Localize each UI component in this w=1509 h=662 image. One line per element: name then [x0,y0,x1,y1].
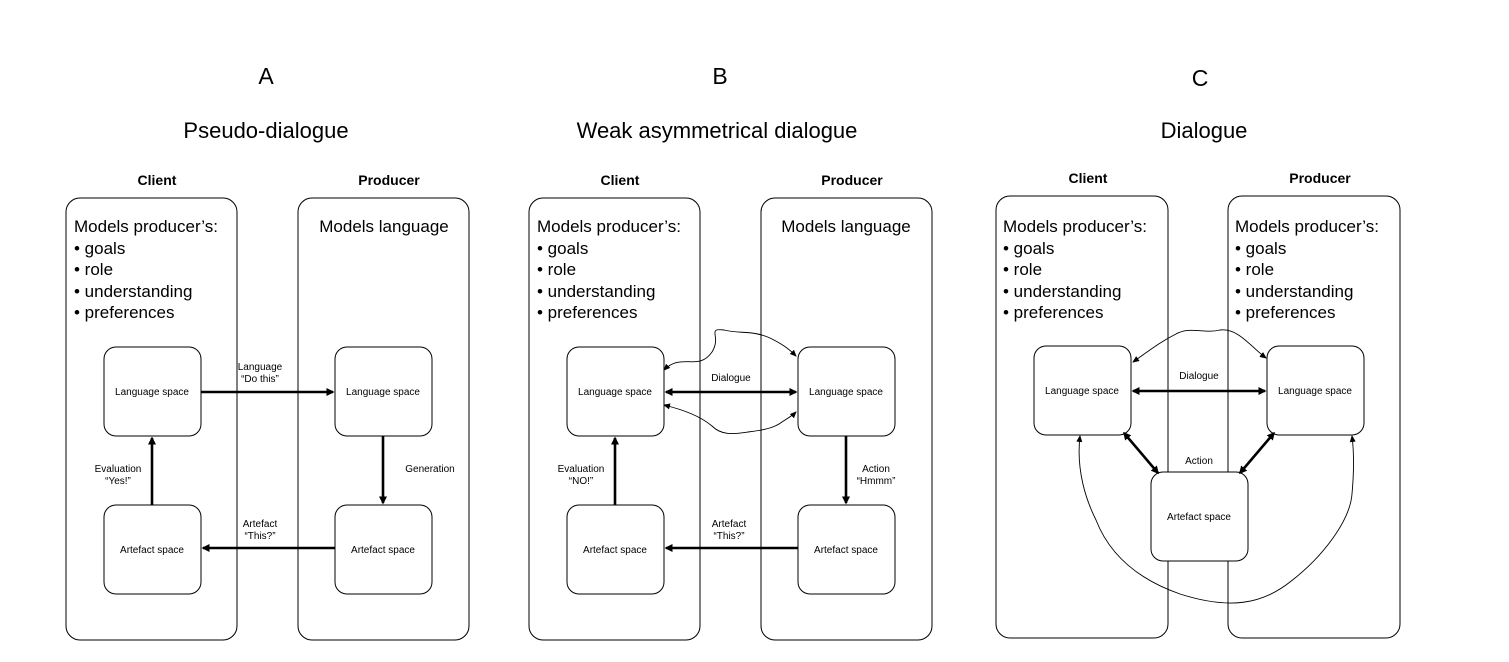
edge-label: “Do this” [241,374,279,385]
edge-label: Language [238,362,283,373]
client-column [995,195,1169,639]
client-artefact-space-label: Artefact space [583,545,647,556]
edge-label: Artefact [243,519,278,530]
producer-bullet: • goals [1235,239,1286,258]
client-role-label: Client [138,172,177,188]
producer-role-label: Producer [1289,170,1351,186]
feedback-loop-curve [1076,435,1356,604]
client-bullet: • goals [1003,239,1054,258]
edge-label: Generation [405,464,454,475]
panel-title: Pseudo-dialogue [183,118,348,143]
shared-artefact-space-label: Artefact space [1167,512,1231,523]
client-action-arrow [1123,431,1159,475]
edge-label: Action [1185,456,1213,467]
client-role-label: Client [1069,170,1108,186]
producer-artefact-space-label: Artefact space [351,545,415,556]
client-language-space-node [566,346,665,437]
producer-model-heading: Models language [781,217,910,236]
client-bullet: • goals [537,239,588,258]
dialogue-curve-top [1132,329,1267,363]
panel-b: B Weak asymmetrical dialogue Client Prod… [528,63,933,641]
panel-letter: C [1192,65,1209,91]
edge-label: “This?” [713,531,744,542]
producer-bullet: • preferences [1235,303,1335,322]
dialogue-wave-top [663,329,797,371]
shared-artefact-space-node [1150,471,1249,562]
producer-model-heading: Models language [319,217,448,236]
producer-column [760,197,933,641]
client-language-space-label: Language space [578,387,652,398]
producer-language-space-label: Language space [346,387,420,398]
panel-title: Weak asymmetrical dialogue [577,118,858,143]
edge-label: Dialogue [1179,371,1219,382]
panel-c: C Dialogue Client Producer Models produc… [995,65,1401,639]
client-model-heading: Models producer’s: [74,217,218,236]
client-bullet: • understanding [1003,282,1121,301]
producer-language-space-label: Language space [1278,386,1352,397]
edge-label: “Yes!” [105,476,131,487]
producer-artefact-space-node [334,504,433,595]
client-artefact-space-label: Artefact space [120,545,184,556]
client-model-heading: Models producer’s: [537,217,681,236]
client-bullet: • understanding [74,282,192,301]
client-role-label: Client [601,172,640,188]
client-bullet: • role [74,260,113,279]
edge-label: “This?” [244,531,275,542]
producer-language-space-label: Language space [809,387,883,398]
producer-bullet: • role [1235,260,1274,279]
panel-a: A Pseudo-dialogue Client Producer Models… [65,63,470,641]
client-column [65,197,238,641]
producer-column [297,197,470,641]
producer-language-space-node [1266,345,1365,436]
client-bullet: • preferences [74,303,174,322]
edge-label: Evaluation [95,464,142,475]
producer-artefact-space-label: Artefact space [814,545,878,556]
client-model-heading: Models producer’s: [1003,217,1147,236]
client-column [528,197,701,641]
producer-artefact-space-node [797,504,896,595]
dialogue-wave-bottom [663,403,797,435]
edge-label: Evaluation [558,464,605,475]
panel-letter: A [258,63,274,89]
client-language-space-node [1033,345,1132,436]
producer-column [1227,195,1401,639]
client-bullet: • preferences [537,303,637,322]
edge-label: “Hmmm” [857,476,896,487]
client-language-space-label: Language space [1045,386,1119,397]
producer-bullet: • understanding [1235,282,1353,301]
client-bullet: • preferences [1003,303,1103,322]
client-bullet: • goals [74,239,125,258]
producer-role-label: Producer [821,172,883,188]
client-bullet: • role [1003,260,1042,279]
edge-label: Dialogue [711,373,751,384]
producer-action-arrow [1239,431,1275,475]
edge-label: “NO!” [569,476,593,487]
client-bullet: • role [537,260,576,279]
edge-label: Action [862,464,890,475]
edge-label: Artefact [712,519,747,530]
panel-letter: B [712,63,727,89]
client-bullet: • understanding [537,282,655,301]
client-language-space-label: Language space [115,387,189,398]
panel-title: Dialogue [1161,118,1248,143]
producer-model-heading: Models producer’s: [1235,217,1379,236]
producer-role-label: Producer [358,172,420,188]
